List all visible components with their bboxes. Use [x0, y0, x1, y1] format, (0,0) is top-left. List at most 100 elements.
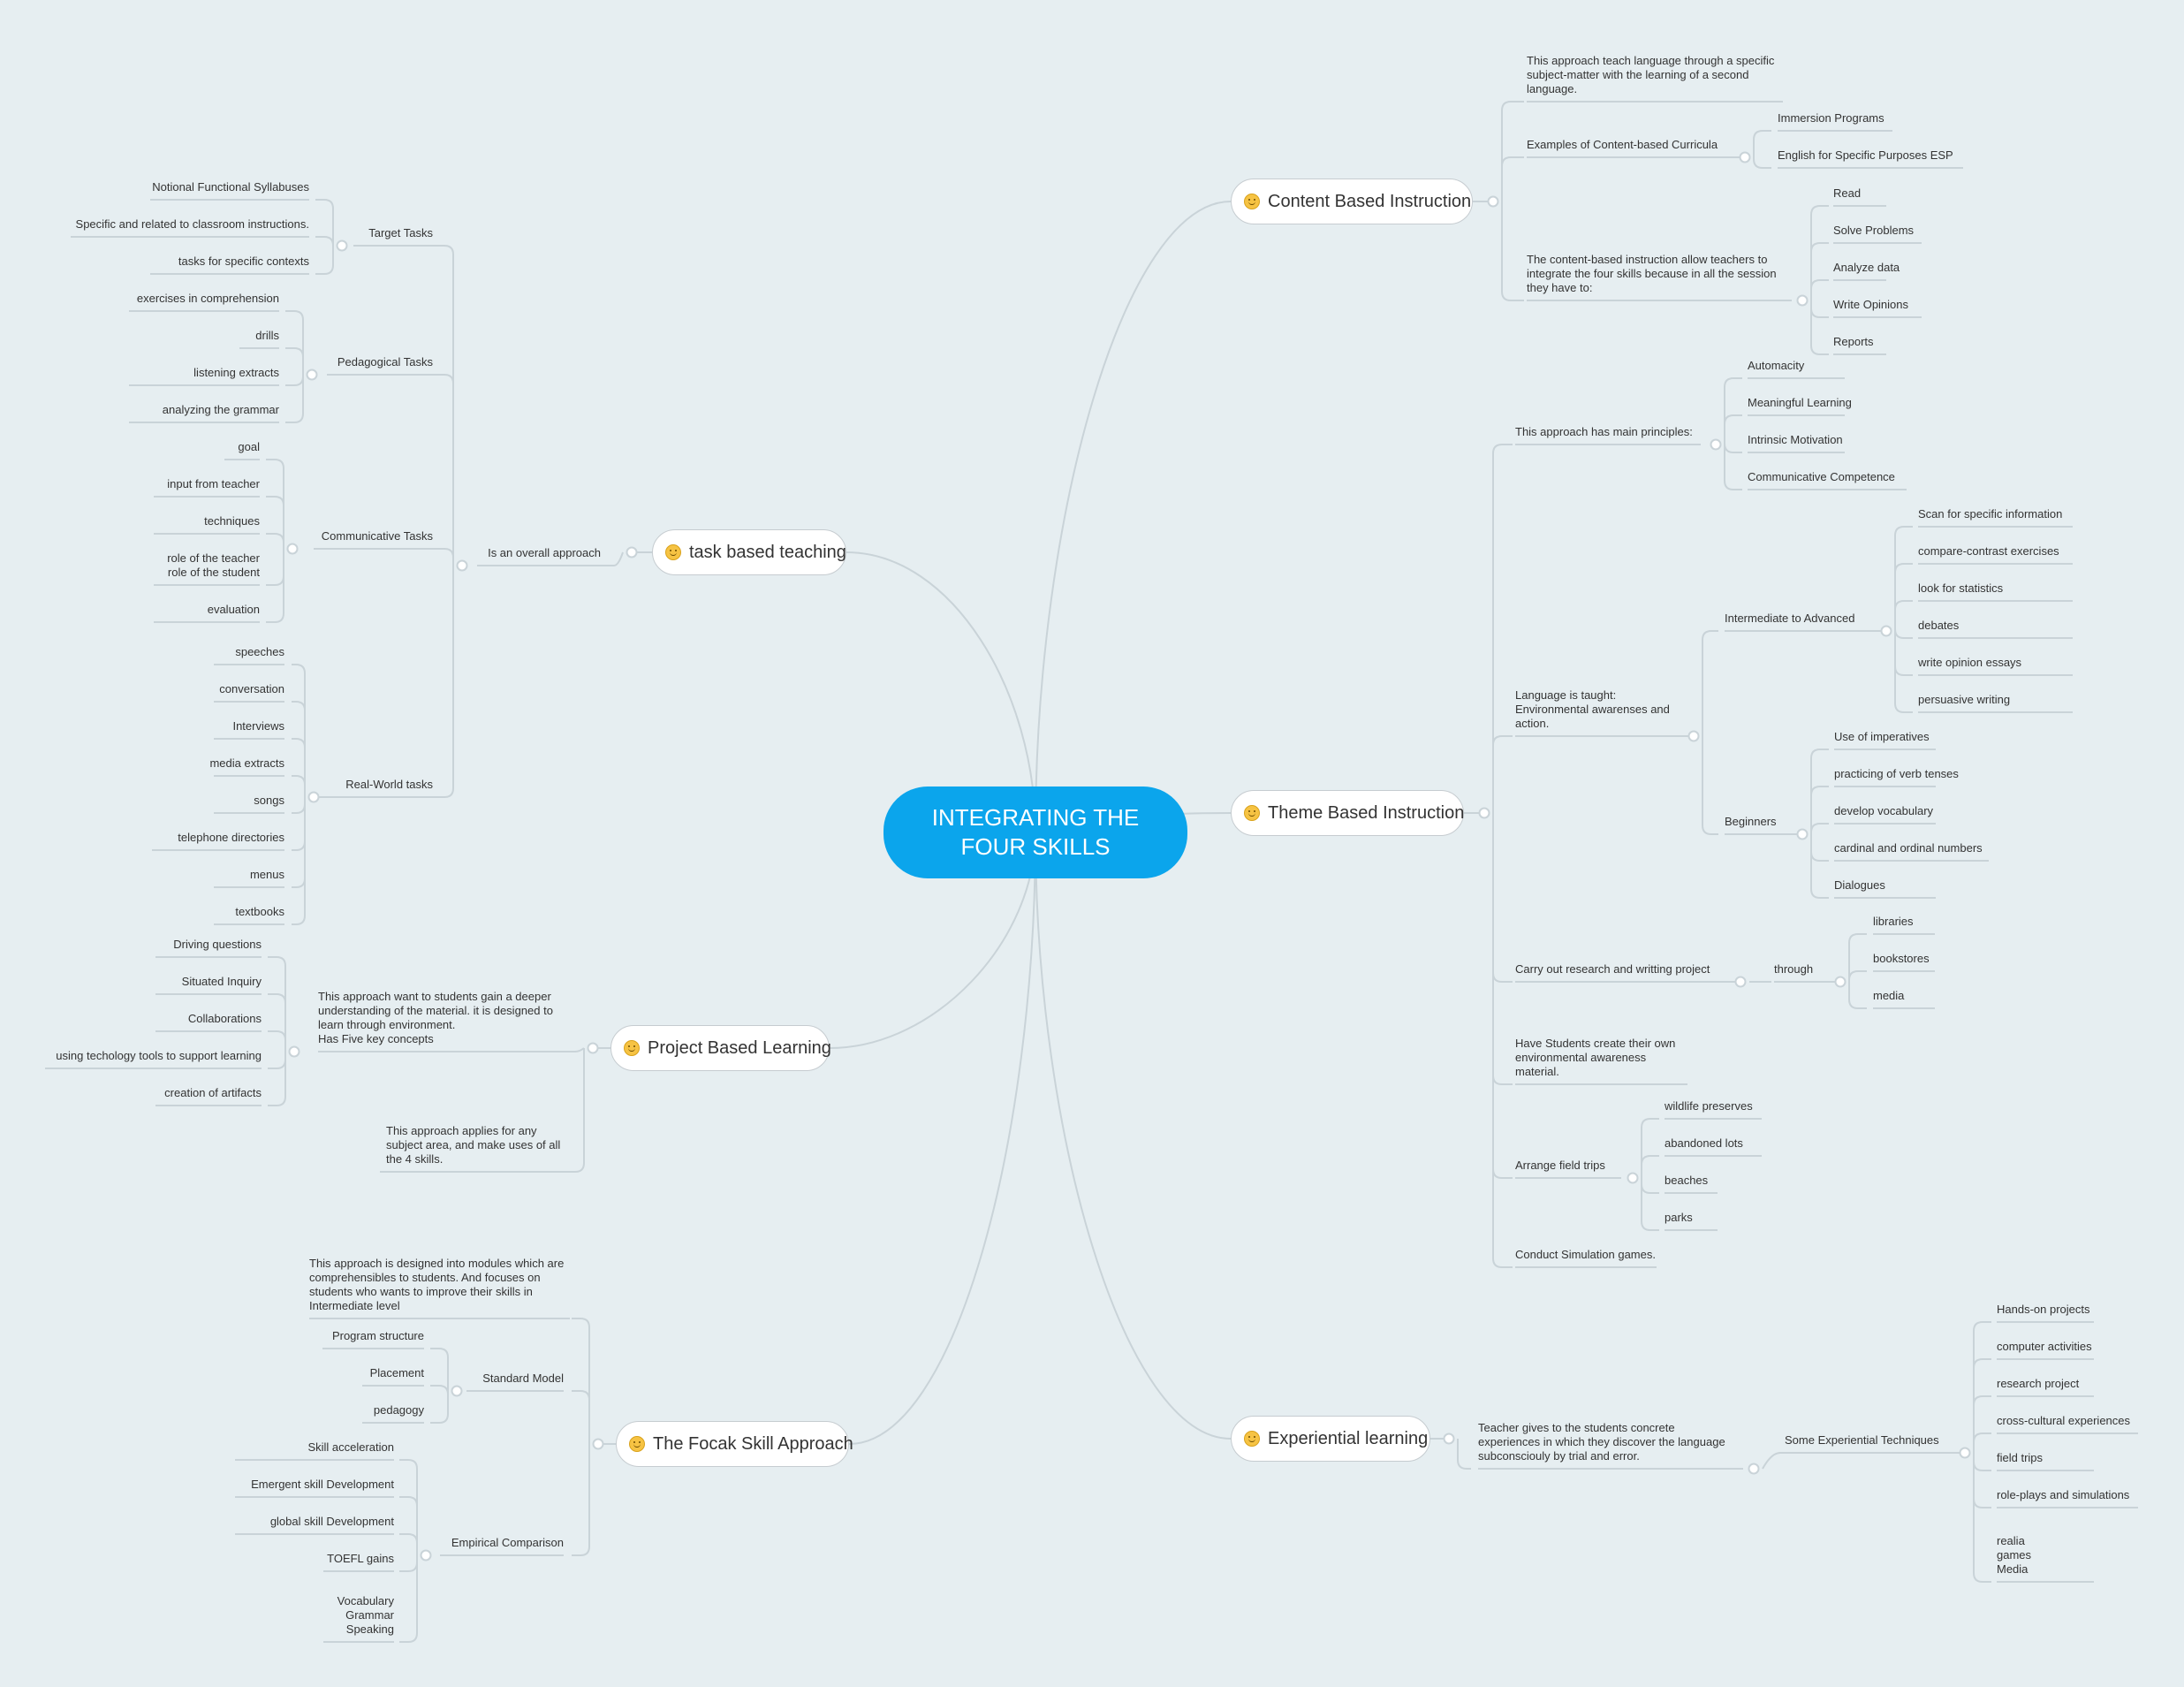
subtopic-label[interactable]: libraries	[1873, 915, 1914, 928]
subtopic-label[interactable]: persuasive writing	[1918, 693, 2011, 706]
subtopic-label[interactable]: field trips	[1997, 1451, 2044, 1464]
collapse-toggle[interactable]	[286, 543, 299, 555]
subtopic-label[interactable]: telephone directories	[178, 831, 284, 844]
subtopic-label[interactable]: debates	[1918, 619, 1960, 632]
collapse-toggle[interactable]	[626, 546, 638, 559]
subtopic-label[interactable]: Driving questions	[173, 938, 262, 951]
subtopic-label[interactable]: Carry out research and writting project	[1515, 962, 1710, 976]
collapse-toggle[interactable]	[306, 369, 318, 381]
subtopic-label[interactable]: role of the teacher role of the student	[167, 551, 260, 579]
subtopic-label[interactable]: cross-cultural experiences	[1997, 1414, 2131, 1427]
subtopic-label[interactable]: Intermediate to Advanced	[1725, 612, 1855, 625]
collapse-toggle[interactable]	[456, 559, 468, 572]
subtopic-label[interactable]: Automacity	[1748, 359, 1805, 372]
topic-task-based-teaching[interactable]: task based teaching	[652, 529, 846, 575]
collapse-toggle[interactable]	[451, 1385, 463, 1397]
subtopic-label[interactable]: This approach has main principles:	[1515, 425, 1693, 438]
subtopic-label[interactable]: tasks for specific contexts	[178, 255, 309, 268]
subtopic-label[interactable]: This approach teach language through a s…	[1527, 54, 1775, 95]
subtopic-label[interactable]: Hands-on projects	[1997, 1303, 2090, 1316]
subtopic-label[interactable]: compare-contrast exercises	[1918, 544, 2059, 558]
subtopic-label[interactable]: practicing of verb tenses	[1834, 767, 1959, 780]
collapse-toggle[interactable]	[307, 791, 320, 803]
topic-theme-based-instruction[interactable]: Theme Based Instruction	[1231, 790, 1464, 836]
subtopic-label[interactable]: This approach want to students gain a de…	[318, 990, 553, 1045]
subtopic-label[interactable]: Scan for specific information	[1918, 507, 2063, 521]
subtopic-label[interactable]: Target Tasks	[368, 226, 433, 239]
subtopic-label[interactable]: Some Experiential Techniques	[1785, 1433, 1939, 1447]
subtopic-label[interactable]: Arrange field trips	[1515, 1159, 1605, 1172]
subtopic-label[interactable]: Standard Model	[482, 1372, 564, 1385]
collapse-toggle[interactable]	[1959, 1447, 1971, 1459]
subtopic-label[interactable]: Real-World tasks	[345, 778, 433, 791]
subtopic-label[interactable]: Analyze data	[1833, 261, 1900, 274]
collapse-toggle[interactable]	[1748, 1463, 1760, 1475]
subtopic-label[interactable]: conversation	[219, 682, 284, 695]
subtopic-label[interactable]: Vocabulary Grammar Speaking	[337, 1594, 394, 1636]
subtopic-label[interactable]: Immersion Programs	[1778, 111, 1884, 125]
collapse-toggle[interactable]	[336, 239, 348, 252]
subtopic-label[interactable]: Interviews	[232, 719, 284, 733]
subtopic-label[interactable]: techniques	[204, 514, 260, 528]
collapse-toggle[interactable]	[1834, 976, 1847, 988]
subtopic-label[interactable]: Situated Inquiry	[181, 975, 262, 988]
collapse-toggle[interactable]	[587, 1042, 599, 1054]
subtopic-label[interactable]: This approach is designed into modules w…	[309, 1257, 565, 1312]
collapse-toggle[interactable]	[592, 1438, 604, 1450]
subtopic-label[interactable]: Have Students create their own environme…	[1515, 1037, 1676, 1078]
subtopic-label[interactable]: drills	[255, 329, 279, 342]
subtopic-label[interactable]: Program structure	[331, 1329, 424, 1342]
collapse-toggle[interactable]	[1796, 828, 1809, 840]
collapse-toggle[interactable]	[1478, 807, 1490, 819]
collapse-toggle[interactable]	[1627, 1172, 1639, 1184]
subtopic-label[interactable]: write opinion essays	[1918, 656, 2022, 669]
subtopic-label[interactable]: Language is taught: Environmental awaren…	[1515, 688, 1670, 730]
subtopic-label[interactable]: look for statistics	[1918, 581, 2004, 595]
subtopic-label[interactable]: abandoned lots	[1665, 1136, 1743, 1150]
subtopic-label[interactable]: Intrinsic Motivation	[1748, 433, 1843, 446]
subtopic-label[interactable]: Beginners	[1725, 815, 1777, 828]
subtopic-label[interactable]: media	[1873, 989, 1905, 1002]
subtopic-label[interactable]: role-plays and simulations	[1997, 1488, 2130, 1501]
subtopic-label[interactable]: Skill acceleration	[307, 1440, 394, 1454]
subtopic-label[interactable]: Write Opinions	[1833, 298, 1909, 311]
collapse-toggle[interactable]	[288, 1045, 300, 1058]
subtopic-label[interactable]: exercises in comprehension	[136, 292, 279, 305]
topic-project-based-learning[interactable]: Project Based Learning	[610, 1025, 831, 1071]
subtopic-label[interactable]: goal	[238, 440, 260, 453]
subtopic-label[interactable]: Is an overall approach	[488, 546, 601, 559]
subtopic-label[interactable]: beaches	[1665, 1174, 1709, 1187]
subtopic-label[interactable]: input from teacher	[167, 477, 260, 490]
collapse-toggle[interactable]	[1487, 195, 1499, 208]
subtopic-label[interactable]: listening extracts	[193, 366, 279, 379]
subtopic-label[interactable]: develop vocabulary	[1834, 804, 1934, 817]
subtopic-label[interactable]: English for Specific Purposes ESP	[1778, 148, 1953, 162]
subtopic-label[interactable]: Solve Problems	[1833, 224, 1915, 237]
subtopic-label[interactable]: Dialogues	[1834, 878, 1885, 892]
subtopic-label[interactable]: bookstores	[1873, 952, 1930, 965]
subtopic-label[interactable]: textbooks	[235, 905, 284, 918]
subtopic-label[interactable]: Emergent skill Development	[251, 1478, 394, 1491]
subtopic-label[interactable]: research project	[1997, 1377, 2080, 1390]
collapse-toggle[interactable]	[1880, 625, 1892, 637]
subtopic-label[interactable]: creation of artifacts	[164, 1086, 262, 1099]
subtopic-label[interactable]: through	[1774, 962, 1814, 976]
subtopic-label[interactable]: cardinal and ordinal numbers	[1834, 841, 1983, 855]
subtopic-label[interactable]: realia games Media	[1997, 1534, 2032, 1576]
topic-content-based-instruction[interactable]: Content Based Instruction	[1231, 179, 1473, 224]
subtopic-label[interactable]: Placement	[369, 1366, 424, 1379]
subtopic-label[interactable]: The content-based instruction allow teac…	[1527, 253, 1777, 294]
subtopic-label[interactable]: using techology tools to support learnin…	[56, 1049, 262, 1062]
subtopic-label[interactable]: Meaningful Learning	[1748, 396, 1852, 409]
collapse-toggle[interactable]	[1796, 294, 1809, 307]
subtopic-label[interactable]: songs	[254, 794, 284, 807]
collapse-toggle[interactable]	[1687, 730, 1700, 742]
subtopic-label[interactable]: pedagogy	[373, 1403, 424, 1417]
subtopic-label[interactable]: Collaborations	[187, 1012, 262, 1025]
subtopic-label[interactable]: TOEFL gains	[327, 1552, 394, 1565]
subtopic-label[interactable]: Examples of Content-based Curricula	[1527, 138, 1718, 151]
subtopic-label[interactable]: Use of imperatives	[1834, 730, 1930, 743]
subtopic-label[interactable]: Notional Functional Syllabuses	[152, 180, 309, 194]
central-topic[interactable]: INTEGRATING THE FOUR SKILLS	[883, 787, 1187, 878]
subtopic-label[interactable]: Empirical Comparison	[451, 1536, 564, 1549]
